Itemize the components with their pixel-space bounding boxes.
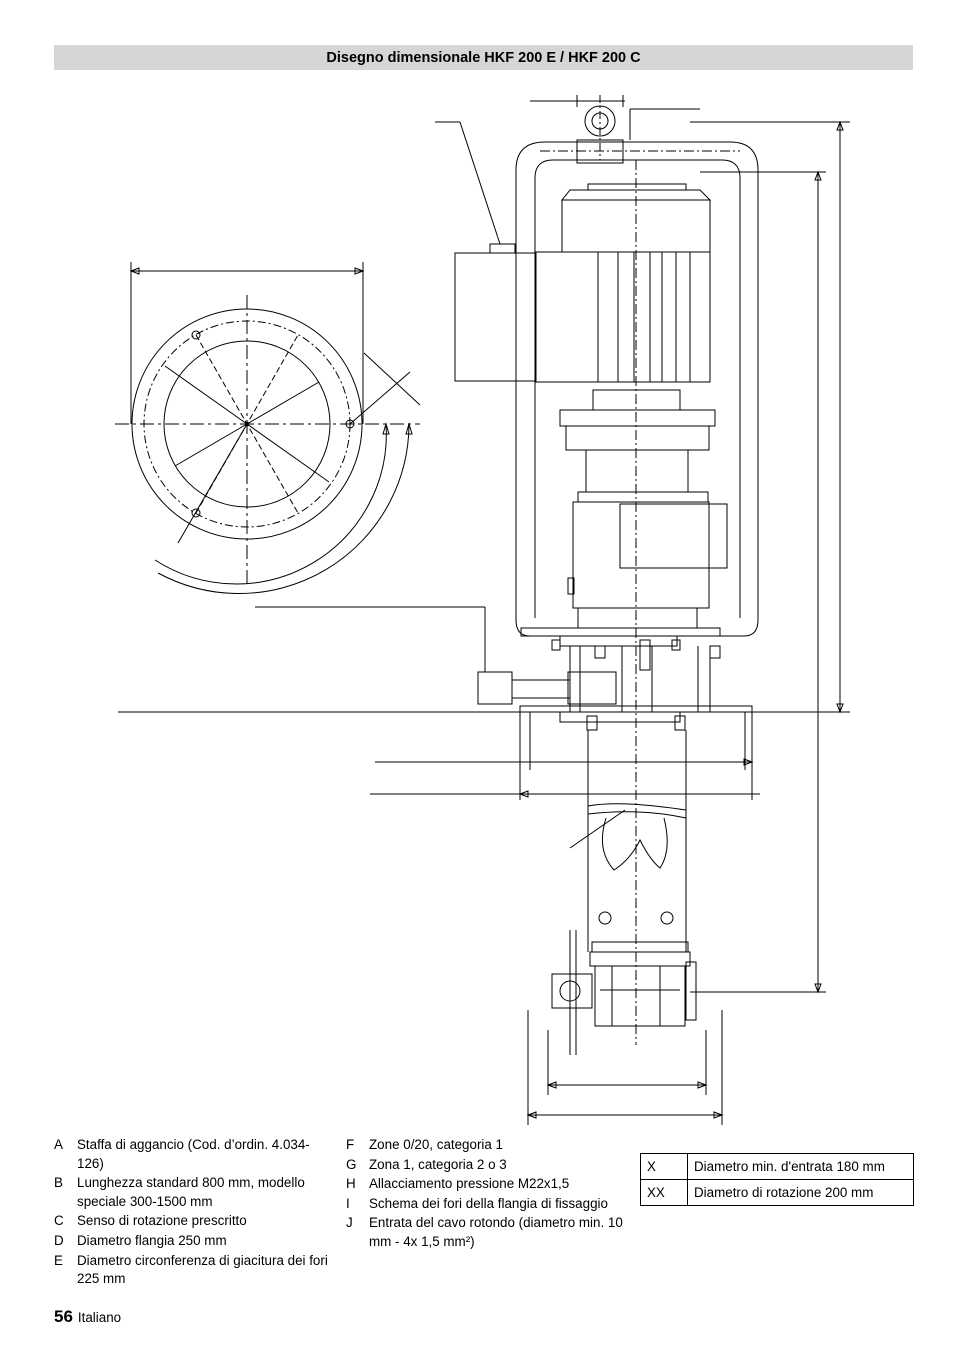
table-value: Diametro min. d'entrata 180 mm: [687, 1153, 914, 1180]
flange-hole-pattern: [115, 262, 421, 595]
table-value: Diametro di rotazione 200 mm: [687, 1179, 914, 1206]
page-footer: 56 Italiano: [54, 1307, 121, 1327]
section-title: Disegno dimensionale HKF 200 E / HKF 200…: [54, 45, 913, 70]
page-number: 56: [54, 1307, 73, 1326]
pump-motor-assembly: [118, 95, 850, 1125]
table-key: XX: [640, 1179, 688, 1206]
dimension-table: X Diametro min. d'entrata 180 mm XX Diam…: [640, 1153, 914, 1206]
dimensional-drawing: [115, 95, 850, 1125]
table-key: X: [640, 1153, 688, 1180]
language-label: Italiano: [77, 1310, 122, 1325]
table-row: X Diametro min. d'entrata 180 mm: [640, 1153, 914, 1180]
table-row: XX Diametro di rotazione 200 mm: [640, 1179, 914, 1206]
